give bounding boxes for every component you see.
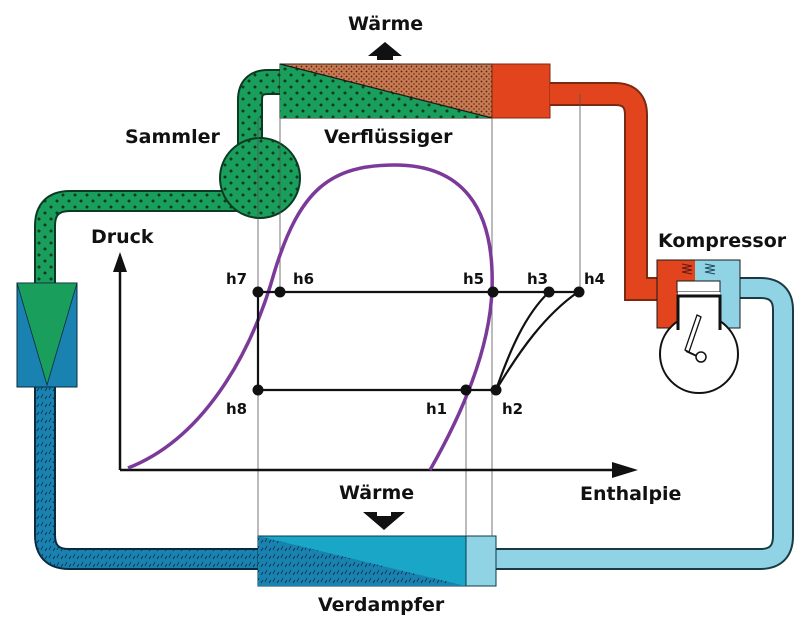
label-h7: h7 [226,270,247,288]
point-h6 [274,286,286,298]
y-axis-arrow-icon [113,252,127,272]
label-h2: h2 [502,400,523,418]
condenser [279,63,551,119]
saturation-curve [127,163,494,471]
label-h5: h5 [463,270,484,288]
expansion-valve [16,282,78,388]
suction-line [494,277,794,570]
point-h4 [573,286,585,298]
evaporator [257,535,497,587]
point-h7 [252,286,264,298]
point-h5 [487,286,499,298]
point-h2 [490,384,502,396]
ph-diagram-axes [113,252,638,478]
liquid-line-upper [237,69,281,150]
valve-spring-icon [681,263,693,275]
evaporator-inlet-line [34,385,262,570]
receiver-vessel [219,137,301,219]
y-axis-label: Druck [91,226,154,248]
label-h6: h6 [293,270,314,288]
valve-spring-icon [704,263,716,275]
compressor [656,259,741,394]
x-axis-arrow-icon [612,462,638,478]
condenser-label: Verflüssiger [324,126,453,148]
state-points [252,286,585,396]
label-h1: h1 [426,400,447,418]
point-h8 [252,384,264,396]
hot-gas-line [550,82,680,301]
receiver-label: Sammler [125,126,221,148]
point-h3 [543,286,555,298]
condenser-heat-label: Wärme [348,13,423,35]
heat-in-arrow-icon [363,512,405,530]
evaporator-label: Verdampfer [318,594,445,616]
heat-out-arrow-icon [368,42,402,60]
label-h4: h4 [584,270,605,288]
point-h1 [460,384,472,396]
cycle-path [256,290,579,392]
x-axis-label: Enthalpie [580,483,681,505]
evaporator-heat-label: Wärme [339,482,414,504]
label-h8: h8 [226,400,247,418]
label-h3: h3 [527,270,548,288]
liquid-line-lower [34,190,240,285]
compressor-label: Kompressor [658,230,787,252]
